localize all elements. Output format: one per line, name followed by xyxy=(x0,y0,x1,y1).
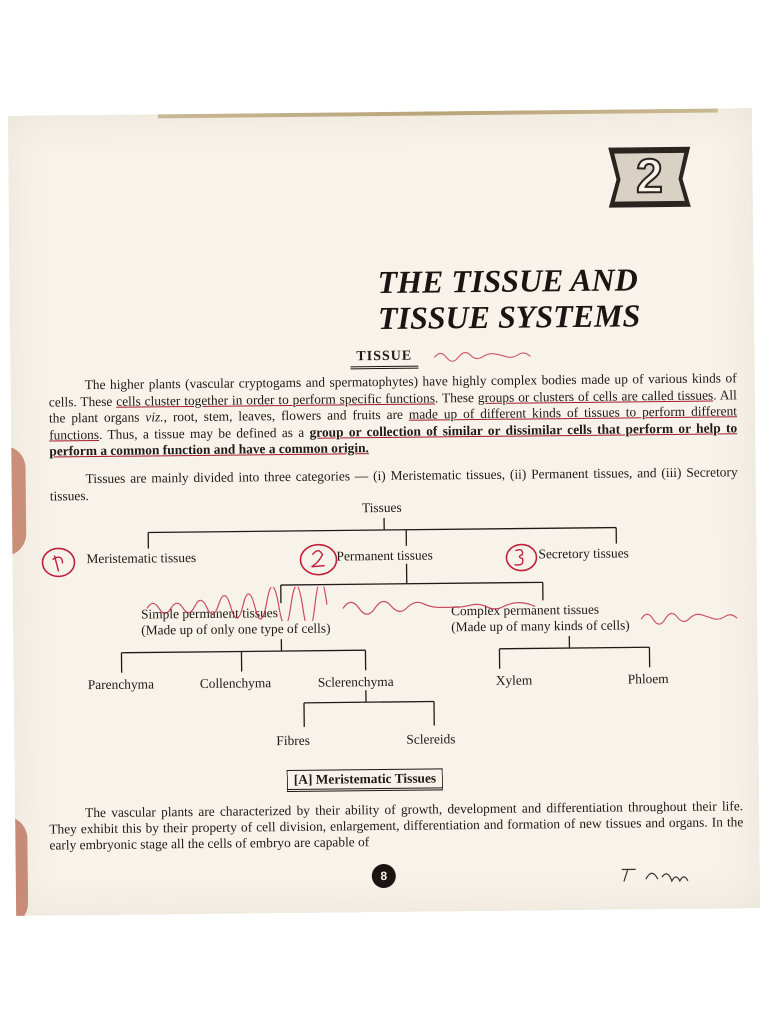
node-xylem: Xylem xyxy=(495,672,533,688)
pen-signature-icon xyxy=(621,868,689,883)
book-page: 2 THE TISSUE AND TISSUE SYSTEMS TISSUE T… xyxy=(7,108,761,916)
node-complex-permanent: Complex permanent tissues (Made up of ma… xyxy=(451,601,630,635)
node-tissues: Tissues xyxy=(361,499,402,516)
node-collenchyma: Collenchyma xyxy=(199,675,272,691)
simple-note: (Made up of only one type of cells) xyxy=(141,620,331,638)
chapter-title-line-2: TISSUE SYSTEMS xyxy=(377,297,641,337)
finger-bottom xyxy=(7,815,29,916)
meristematic-text: The vascular plants are characterized by… xyxy=(49,798,744,853)
node-meristematic: Meristematic tissues xyxy=(86,549,197,567)
pen-heading-note-icon xyxy=(433,352,531,362)
node-phloem: Phloem xyxy=(627,671,669,687)
intro-text-4: , root, stem, leaves, flowers and fruits… xyxy=(163,406,409,425)
complex-label: Complex permanent tissues xyxy=(450,601,600,619)
diagram-connectors xyxy=(120,517,651,727)
intro-text-2: . These xyxy=(434,389,478,406)
page-top-edge xyxy=(157,108,718,119)
complex-note: (Made up of many kinds of cells) xyxy=(451,617,630,635)
chapter-badge-frame-icon xyxy=(608,146,691,208)
intro-text-5: . Thus, a tissue may be defined as a xyxy=(98,424,310,442)
node-sclereids: Sclereids xyxy=(406,731,456,747)
section-heading-tissue: TISSUE xyxy=(350,348,419,370)
chapter-number: 2 xyxy=(635,149,664,204)
node-simple-permanent: Simple permanent tissues (Made up of onl… xyxy=(141,605,331,639)
intro-paragraph: The higher plants (vascular cryptogams a… xyxy=(49,370,738,460)
node-permanent: Permanent tissues xyxy=(336,547,433,564)
intro-viz: viz. xyxy=(145,409,164,425)
page-number: 8 xyxy=(371,863,396,889)
node-sclerenchyma: Sclerenchyma xyxy=(317,673,394,690)
section-heading-meristematic: [A] Meristematic Tissues xyxy=(286,768,444,793)
intro-underline-1: cells cluster together in order to perfo… xyxy=(116,390,436,409)
chapter-title-line-1: THE TISSUE AND xyxy=(377,261,638,301)
node-fibres: Fibres xyxy=(276,732,310,749)
simple-label: Simple permanent tissues xyxy=(140,605,279,622)
meristematic-paragraph: The vascular plants are characterized by… xyxy=(49,798,743,854)
tissue-classification-diagram: Tissues Meristematic tissues Permanent t… xyxy=(12,488,759,766)
node-secretory: Secretory tissues xyxy=(538,545,629,562)
intro-underline-2: groups or clusters of cells are called t… xyxy=(477,387,714,405)
chapter-badge: 2 xyxy=(604,145,695,210)
chapter-title: THE TISSUE AND TISSUE SYSTEMS xyxy=(377,260,738,336)
node-parenchyma: Parenchyma xyxy=(87,676,155,693)
